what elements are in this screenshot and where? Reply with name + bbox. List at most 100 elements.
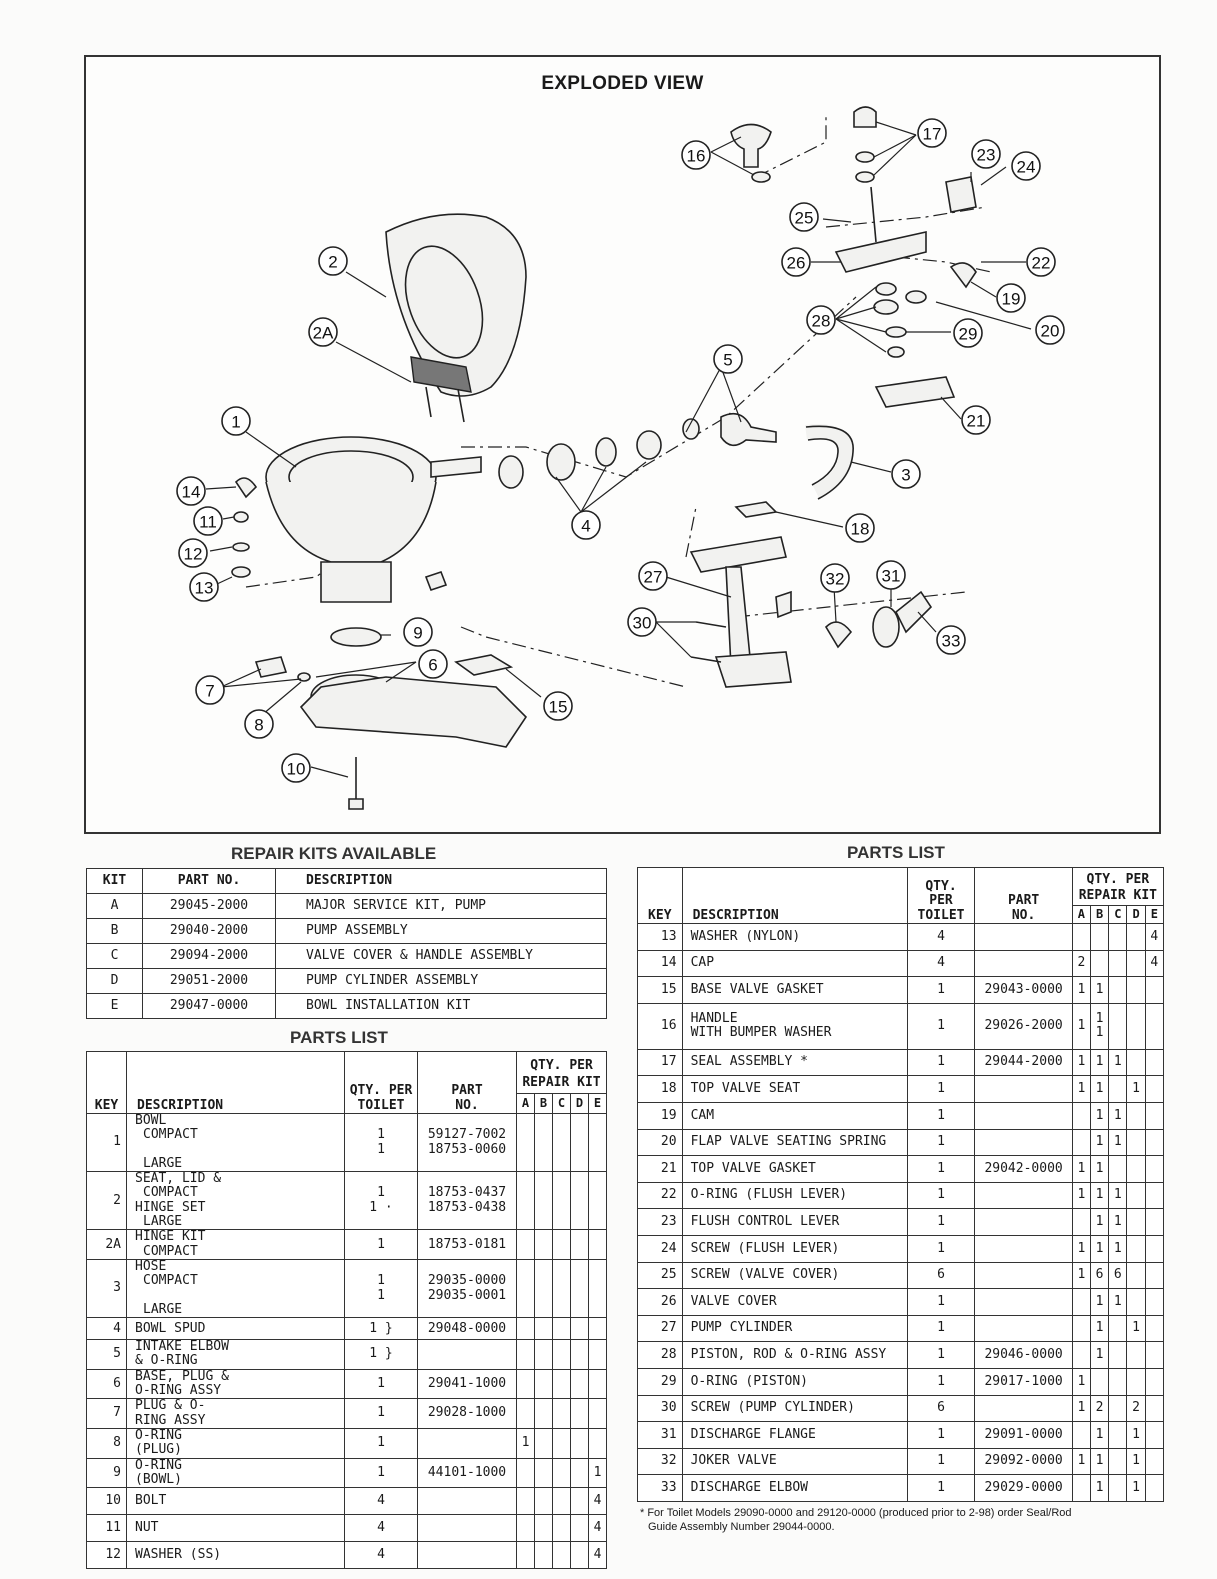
exploded-view-frame: EXPLODED VIEW bbox=[84, 55, 1161, 834]
description-line: TOP VALVE GASKET bbox=[690, 1160, 816, 1176]
qty-per-toilet: 1 } bbox=[344, 1317, 418, 1341]
callout-31: 31 bbox=[876, 560, 906, 590]
kit-qty-d bbox=[570, 1339, 589, 1370]
part-key: 18 bbox=[637, 1075, 683, 1103]
parts-list-right-title: PARTS LIST bbox=[847, 843, 945, 862]
qty-value: 1 bbox=[377, 1435, 385, 1451]
callout-group: 122A345678910111213141516171819202122232… bbox=[176, 118, 1065, 783]
qty-value: 1 } bbox=[369, 1320, 393, 1336]
callout-24: 24 bbox=[1011, 151, 1041, 181]
callout-17: 17 bbox=[917, 118, 947, 148]
part-description: DISCHARGE FLANGE bbox=[681, 1421, 908, 1449]
kit-qty-a: 1 bbox=[1071, 1075, 1091, 1103]
qty-per-toilet: 1 bbox=[906, 1314, 976, 1343]
kit-qty-d: 1 bbox=[1126, 1421, 1146, 1449]
callout-circle bbox=[318, 246, 348, 276]
kit-qty-e bbox=[1144, 1394, 1165, 1423]
size-variant: COMPACT bbox=[143, 1243, 198, 1259]
kit-qty-e bbox=[1144, 1474, 1165, 1502]
description-text: HINGE SET bbox=[135, 1199, 206, 1215]
kit-qty-c bbox=[1108, 1367, 1128, 1396]
kit-qty-e: 4 bbox=[1144, 923, 1165, 951]
kit-qty-d bbox=[570, 1427, 589, 1459]
kit-qty-value: 2 bbox=[1132, 1400, 1140, 1416]
callout-circle bbox=[845, 513, 875, 543]
part-description: NUT bbox=[126, 1514, 345, 1543]
description-text: NUT bbox=[135, 1519, 159, 1535]
part-key: 31 bbox=[637, 1421, 683, 1449]
description-line: VALVE COVER bbox=[690, 1293, 777, 1309]
description-line: TOP VALVE SEAT bbox=[690, 1081, 801, 1097]
kit-qty-d bbox=[1126, 949, 1146, 978]
callout-label: 28 bbox=[812, 312, 831, 331]
kit-qty-b bbox=[534, 1112, 553, 1173]
part-description: O-RING (BOWL) bbox=[126, 1457, 345, 1489]
kit-qty-b bbox=[534, 1258, 553, 1319]
callout-20: 20 bbox=[1035, 315, 1065, 345]
kit-qty-a: 1 bbox=[1071, 1261, 1091, 1290]
qty-per-toilet: 1 bbox=[906, 1128, 976, 1157]
qty-per-toilet: 1 bbox=[344, 1229, 418, 1260]
kit-qty-d bbox=[570, 1112, 589, 1173]
callout-7: 7 bbox=[195, 675, 225, 705]
kit-qty-b: 1 bbox=[1089, 1181, 1110, 1210]
qty-per-toilet: 1 bbox=[906, 1101, 976, 1130]
kit-qty-d bbox=[570, 1398, 589, 1429]
part-number: 29041-1000 bbox=[417, 1368, 517, 1400]
description-line: PUMP CYLINDER bbox=[690, 1320, 793, 1336]
part-key: 27 bbox=[637, 1314, 683, 1343]
kit-qty-value: 1 bbox=[1095, 1160, 1104, 1176]
kit-qty-b bbox=[534, 1514, 553, 1543]
kit-qty-c bbox=[552, 1258, 571, 1319]
part-number bbox=[974, 1128, 1073, 1157]
description-line: O-RING (BOWL) bbox=[135, 1458, 340, 1488]
description-line: DISCHARGE ELBOW bbox=[690, 1479, 808, 1495]
callout-3: 3 bbox=[891, 459, 921, 489]
qty-per-toilet: 6 bbox=[906, 1394, 976, 1423]
kit-qty-c bbox=[552, 1171, 571, 1231]
kit-part-no: 29045-2000 bbox=[142, 893, 276, 919]
kit-qty-a bbox=[516, 1514, 535, 1543]
part-number bbox=[417, 1541, 517, 1570]
part-description: O-RING (PLUG) bbox=[126, 1427, 345, 1459]
header-part-line-2: NO. bbox=[1011, 907, 1036, 923]
kit-qty-d bbox=[1126, 1367, 1146, 1396]
kit-qty-b: 1 bbox=[1089, 1208, 1110, 1236]
kit-qty-e bbox=[588, 1258, 607, 1319]
kit-qty-value: 1 bbox=[1077, 1240, 1086, 1256]
kit-part-no: 29051-2000 bbox=[142, 968, 276, 994]
qty-per-toilet: 1 bbox=[344, 1368, 418, 1400]
callout-circle bbox=[1035, 315, 1065, 345]
part-number bbox=[974, 949, 1073, 978]
qty-per-toilet: 4 bbox=[344, 1541, 418, 1570]
kit-qty-d bbox=[1126, 1261, 1146, 1290]
kit-qty-c bbox=[1108, 1341, 1128, 1369]
kit-qty-e bbox=[588, 1339, 607, 1370]
part-number: 29091-0000 bbox=[974, 1421, 1073, 1449]
kit-qty-a bbox=[516, 1487, 535, 1516]
size-variant: LARGE bbox=[143, 1214, 183, 1230]
kit-qty-e: 4 bbox=[1144, 949, 1165, 978]
kit-qty-d bbox=[570, 1229, 589, 1260]
callout-label: 3 bbox=[901, 466, 910, 485]
kit-qty-d bbox=[1126, 1002, 1146, 1050]
part-number: 29048-0000 bbox=[417, 1317, 517, 1341]
kit-qty-value: 6 bbox=[1113, 1267, 1122, 1283]
part-description: CAM bbox=[681, 1101, 908, 1130]
kit-qty-value: 1 bbox=[1095, 1134, 1104, 1150]
kit-qty-a: 1 bbox=[1071, 1367, 1091, 1396]
kit-qty-value: 1 bbox=[1132, 1426, 1140, 1442]
kit-letter: E bbox=[86, 993, 143, 1019]
